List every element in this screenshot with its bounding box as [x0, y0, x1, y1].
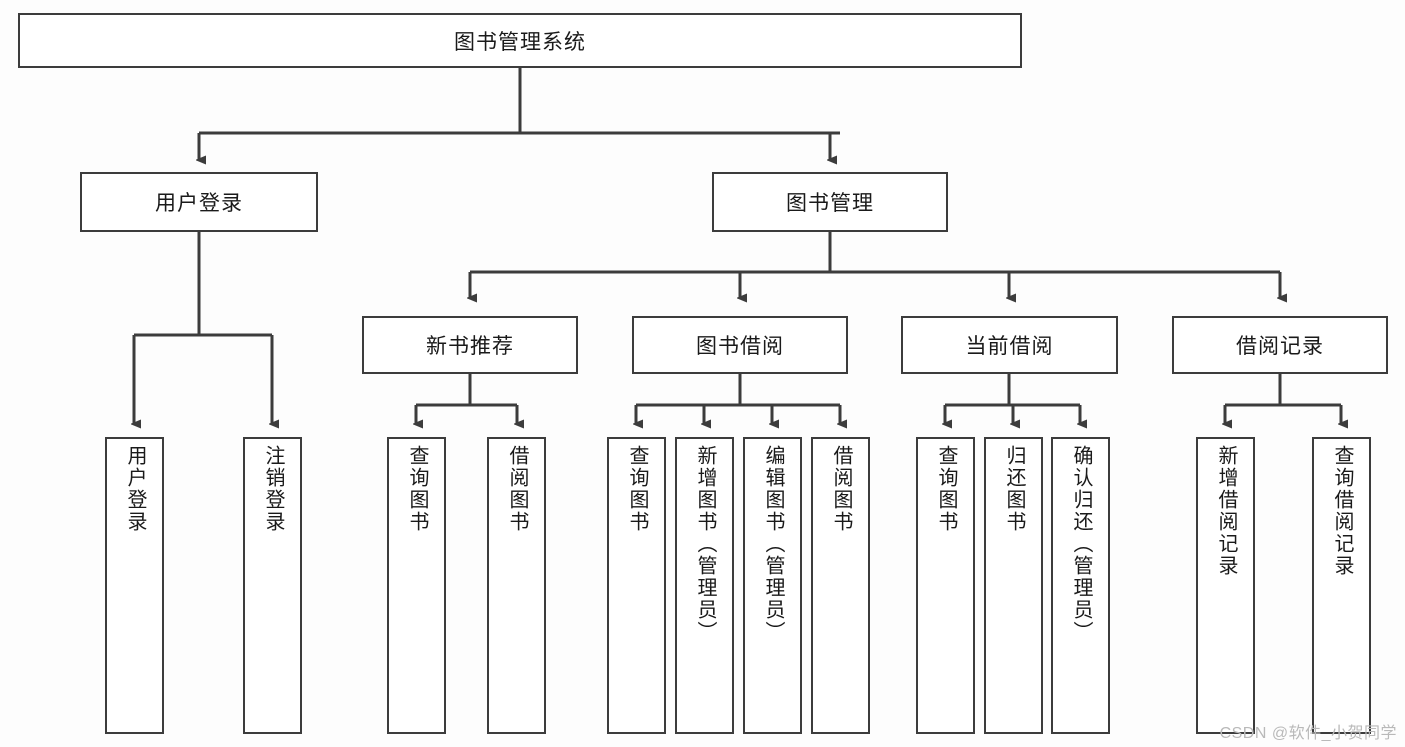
- leaf-current-return-label: 归还图书: [1003, 445, 1025, 533]
- leaf-user-login[interactable]: 用户登录: [105, 437, 164, 734]
- leaf-borrow-lend[interactable]: 借阅图书: [811, 437, 870, 734]
- node-user-login[interactable]: 用户登录: [80, 172, 318, 232]
- node-borrow-record-label: 借阅记录: [1236, 335, 1324, 358]
- node-book-manage[interactable]: 图书管理: [712, 172, 948, 232]
- leaf-user-logout-label: 注销登录: [262, 445, 284, 533]
- node-user-login-label: 用户登录: [155, 192, 243, 215]
- leaf-record-add[interactable]: 新增借阅记录: [1196, 437, 1255, 734]
- leaf-borrow-lend-label: 借阅图书: [830, 445, 852, 533]
- leaf-borrow-query-label: 查询图书: [626, 445, 648, 533]
- leaf-borrow-edit[interactable]: 编辑图书（管理员）: [743, 437, 802, 734]
- leaf-borrow-add-label: 新增图书（管理员）: [694, 445, 716, 643]
- node-new-book-rec-label: 新书推荐: [426, 335, 514, 358]
- node-current-borrow-label: 当前借阅: [965, 335, 1054, 358]
- leaf-current-query[interactable]: 查询图书: [916, 437, 975, 734]
- node-current-borrow[interactable]: 当前借阅: [901, 316, 1118, 374]
- leaf-borrow-query[interactable]: 查询图书: [607, 437, 666, 734]
- leaf-user-logout[interactable]: 注销登录: [243, 437, 302, 734]
- leaf-rec-borrow[interactable]: 借阅图书: [487, 437, 546, 734]
- leaf-user-login-label: 用户登录: [124, 445, 146, 533]
- leaf-record-add-label: 新增借阅记录: [1215, 445, 1237, 577]
- leaf-current-query-label: 查询图书: [935, 445, 957, 533]
- leaf-rec-query[interactable]: 查询图书: [387, 437, 446, 734]
- node-root[interactable]: 图书管理系统: [18, 13, 1022, 68]
- leaf-rec-borrow-label: 借阅图书: [506, 445, 528, 533]
- leaf-record-query-label: 查询借阅记录: [1331, 445, 1353, 577]
- node-borrow-record[interactable]: 借阅记录: [1172, 316, 1388, 374]
- leaf-record-query[interactable]: 查询借阅记录: [1312, 437, 1371, 734]
- leaf-borrow-edit-label: 编辑图书（管理员）: [762, 445, 784, 643]
- node-book-manage-label: 图书管理: [786, 192, 874, 215]
- leaf-rec-query-label: 查询图书: [406, 445, 428, 533]
- leaf-borrow-add[interactable]: 新增图书（管理员）: [675, 437, 734, 734]
- node-new-book-rec[interactable]: 新书推荐: [362, 316, 578, 374]
- leaf-current-return[interactable]: 归还图书: [984, 437, 1043, 734]
- node-root-label: 图书管理系统: [454, 30, 586, 54]
- node-book-borrow[interactable]: 图书借阅: [632, 316, 848, 374]
- watermark: CSDN @软件_小贺同学: [1219, 725, 1397, 742]
- node-book-borrow-label: 图书借阅: [696, 335, 784, 358]
- leaf-current-confirm-label: 确认归还（管理员）: [1070, 445, 1092, 643]
- leaf-current-confirm[interactable]: 确认归还（管理员）: [1051, 437, 1110, 734]
